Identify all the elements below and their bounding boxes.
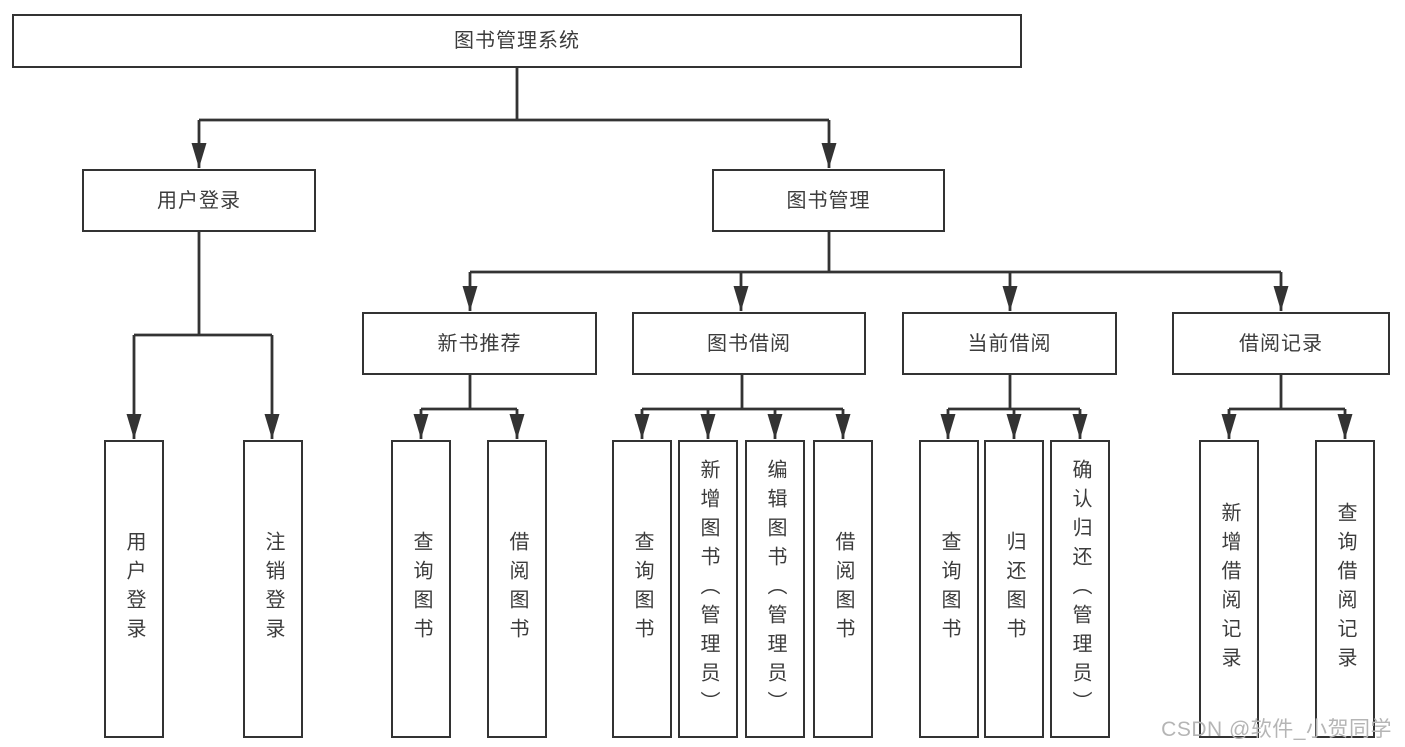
node-current-borrow-label: 当前借阅 bbox=[967, 332, 1052, 355]
leaf-add-borrow-record-label: 新增借阅记录 bbox=[1218, 502, 1240, 676]
leaf-logout-label: 注销登录 bbox=[262, 531, 284, 647]
leaf-edit-book-admin-label: 编辑图书（管理员） bbox=[764, 458, 786, 720]
node-borrow-records-label: 借阅记录 bbox=[1239, 332, 1323, 355]
node-book-borrow: 图书借阅 bbox=[632, 312, 866, 375]
node-book-borrow-label: 图书借阅 bbox=[707, 332, 791, 355]
node-current-borrow: 当前借阅 bbox=[902, 312, 1117, 375]
leaf-edit-book-admin: 编辑图书（管理员） bbox=[745, 440, 805, 738]
leaf-confirm-return-admin-label: 确认归还（管理员） bbox=[1069, 458, 1091, 720]
leaf-query-borrow-record: 查询借阅记录 bbox=[1315, 440, 1375, 738]
leaf-query-books-current-label: 查询图书 bbox=[938, 531, 960, 647]
leaf-add-book-admin: 新增图书（管理员） bbox=[678, 440, 738, 738]
watermark: CSDN @软件_小贺同学 bbox=[1161, 718, 1392, 741]
leaf-borrow-books: 借阅图书 bbox=[813, 440, 873, 738]
node-borrow-records: 借阅记录 bbox=[1172, 312, 1390, 375]
leaf-return-book-label: 归还图书 bbox=[1003, 531, 1025, 647]
node-root-label: 图书管理系统 bbox=[454, 30, 580, 52]
leaf-confirm-return-admin: 确认归还（管理员） bbox=[1050, 440, 1110, 738]
leaf-borrow-books-recommend: 借阅图书 bbox=[487, 440, 547, 738]
node-book-management-label: 图书管理 bbox=[786, 189, 871, 212]
node-root: 图书管理系统 bbox=[12, 14, 1022, 68]
leaf-add-book-admin-label: 新增图书（管理员） bbox=[697, 458, 719, 720]
leaf-user-login: 用户登录 bbox=[104, 440, 164, 738]
node-new-book-recommend: 新书推荐 bbox=[362, 312, 597, 375]
node-new-book-recommend-label: 新书推荐 bbox=[437, 332, 522, 355]
leaf-add-borrow-record: 新增借阅记录 bbox=[1199, 440, 1259, 738]
node-user-login-label: 用户登录 bbox=[157, 189, 241, 212]
leaf-return-book: 归还图书 bbox=[984, 440, 1044, 738]
leaf-user-login-label: 用户登录 bbox=[123, 531, 145, 647]
leaf-borrow-books-label: 借阅图书 bbox=[832, 531, 854, 647]
node-user-login: 用户登录 bbox=[82, 169, 316, 232]
leaf-query-books-borrow: 查询图书 bbox=[612, 440, 672, 738]
leaf-query-books-current: 查询图书 bbox=[919, 440, 979, 738]
leaf-query-books-recommend-label: 查询图书 bbox=[410, 531, 432, 647]
node-book-management: 图书管理 bbox=[712, 169, 945, 232]
leaf-query-borrow-record-label: 查询借阅记录 bbox=[1334, 502, 1356, 676]
leaf-borrow-books-recommend-label: 借阅图书 bbox=[506, 531, 528, 647]
leaf-query-books-recommend: 查询图书 bbox=[391, 440, 451, 738]
leaf-query-books-borrow-label: 查询图书 bbox=[631, 531, 653, 647]
leaf-logout: 注销登录 bbox=[243, 440, 303, 738]
